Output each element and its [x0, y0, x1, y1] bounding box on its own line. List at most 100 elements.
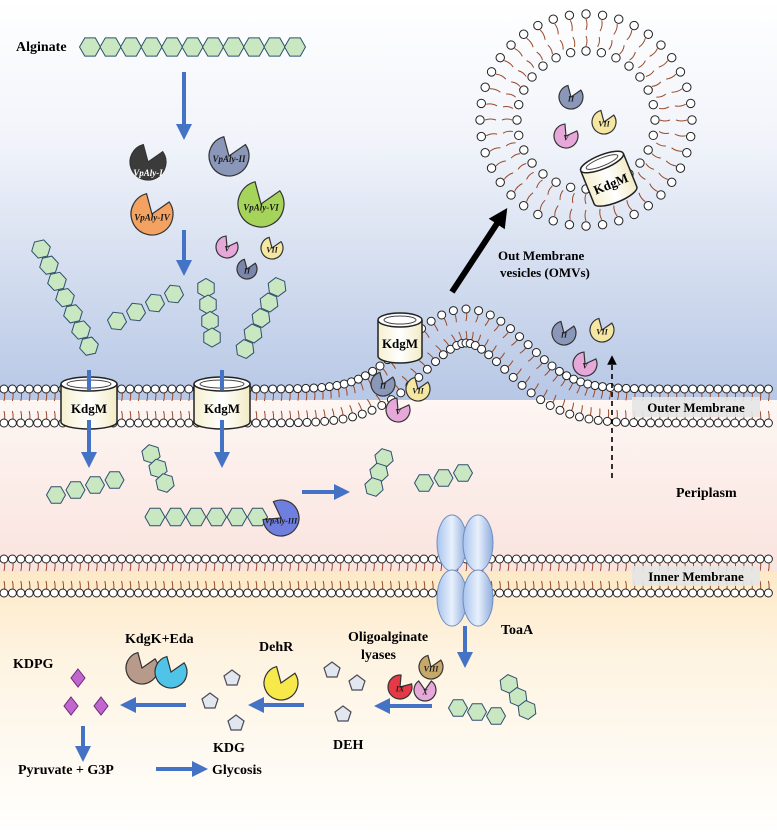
deh-pentagon — [334, 705, 352, 722]
kdgm-channel: KdgM — [60, 376, 118, 430]
svg-text:V: V — [224, 244, 230, 253]
alginate-monomer-hexagon — [39, 255, 59, 275]
monosaccharide-pentagons — [201, 661, 366, 731]
alginate-monomer-hexagon — [181, 37, 204, 57]
glycosis-label: Glycosis — [212, 763, 262, 778]
enzyme-vii: VII — [591, 109, 617, 135]
svg-text:VpAly-I: VpAly-I — [133, 168, 163, 178]
dehr-enzyme — [263, 665, 299, 701]
alginate-monomer-hexagon — [235, 339, 255, 359]
enzyme-viii: VIII — [418, 654, 444, 680]
svg-text:VII: VII — [266, 245, 278, 254]
enzyme-ii: II — [236, 258, 258, 280]
svg-text:VII: VII — [596, 328, 608, 337]
kdpg-diamond — [63, 696, 79, 716]
kdgm-label: KdgM — [382, 336, 418, 351]
enzyme-ii: II — [551, 320, 577, 346]
oligoalginate-lyases-label-line1: Oligoalginate — [348, 630, 428, 645]
alginate-monomer-hexagon — [259, 292, 279, 313]
svg-text:II: II — [379, 382, 387, 391]
periplasm-label: Periplasm — [676, 486, 737, 501]
svg-text:II: II — [567, 95, 575, 104]
vpaly-i-enzyme — [129, 143, 167, 181]
enzyme-ii: II — [558, 84, 584, 110]
alginate-monomer-hexagon — [155, 473, 175, 493]
alginate-monomer-hexagon — [242, 37, 266, 57]
svg-text:VpAly-IV: VpAly-IV — [134, 212, 171, 222]
vpaly-ii-enzyme: VpAly-II — [208, 135, 250, 177]
alginate-monomer-hexagon — [63, 304, 83, 324]
svg-text:VII: VII — [598, 120, 610, 129]
deh-pentagon — [323, 661, 341, 678]
enzyme-v: V — [385, 397, 411, 423]
alginate-monomer-hexagon — [71, 320, 91, 340]
alginate-monomer-hexagon — [267, 277, 287, 297]
svg-text:V: V — [563, 134, 569, 143]
enzyme-v: V — [553, 123, 579, 149]
pyruvate-g3p-label: Pyruvate + G3P — [18, 763, 114, 778]
alginate-oligomers — [31, 37, 537, 725]
alginate-monomer-hexagon — [125, 302, 147, 322]
outer-membrane-label-box — [632, 397, 760, 417]
svg-text:VpAly-II: VpAly-II — [212, 154, 246, 164]
omv-label-line2: vesicles (OMVs) — [500, 265, 590, 280]
kdpg-label: KDPG — [13, 657, 54, 672]
svg-text:VIII: VIII — [424, 665, 440, 674]
alginate-monomer-hexagon — [47, 271, 67, 292]
alginate-monomer-hexagon — [452, 464, 474, 482]
enzyme-ii: II — [370, 371, 396, 397]
alginate-monomer-hexagon — [485, 707, 507, 725]
toaa-transporter — [436, 514, 494, 627]
alginate-monomer-hexagon — [106, 311, 128, 331]
alginate-monomer-hexagon — [246, 507, 269, 527]
svg-text:VpAly-VI: VpAly-VI — [243, 203, 279, 213]
alginate-monomer-hexagon — [84, 476, 106, 494]
kdgm-label: KdgM — [71, 401, 107, 416]
alginate-monomer-hexagon — [163, 284, 185, 304]
kdg-pentagon — [227, 714, 245, 731]
alginate-monomer-hexagon — [199, 294, 217, 315]
enzyme-vii: VII — [589, 317, 615, 343]
alginate-monomer-hexagon — [140, 37, 163, 57]
alginate-monomer-hexagon — [201, 310, 219, 332]
alginate-monomer-hexagon — [160, 37, 184, 57]
alginate-monomer-hexagon — [164, 507, 187, 527]
enzyme-x: X — [413, 680, 437, 702]
svg-text:IX: IX — [395, 685, 405, 694]
vpaly-vi-enzyme: VpAly-VI — [237, 181, 285, 228]
alginate-monomer-hexagon — [144, 293, 166, 313]
kdgm-label: KdgM — [204, 401, 240, 416]
alginate-monomer-hexagon — [45, 486, 67, 504]
alginate-monomer-hexagon — [197, 277, 215, 299]
enzyme-vii: VII — [260, 236, 284, 260]
alginate-monomer-hexagon — [263, 37, 286, 57]
omv-release-arrow — [449, 207, 508, 294]
alginate-monomer-hexagon — [243, 323, 263, 344]
svg-text:V: V — [395, 408, 401, 417]
enzyme-ix: IX — [387, 674, 413, 700]
outer-membrane-vesicle — [475, 9, 697, 231]
deh-label: DEH — [333, 738, 363, 753]
inner-membrane-label-box — [632, 566, 760, 586]
alginate-monomer-hexagon — [104, 471, 125, 489]
flow-arrows — [75, 72, 473, 777]
alginate-monomer-hexagon — [31, 239, 51, 259]
enzyme-vii: VII — [405, 376, 431, 402]
deh-pentagon — [348, 674, 366, 691]
alginate-monomer-hexagon — [283, 37, 307, 57]
alginate-monomer-hexagon — [144, 507, 166, 527]
alginate-monomer-hexagon — [185, 507, 207, 527]
kdgk-eda-label: KdgK+Eda — [125, 632, 194, 647]
alginate-monomer-hexagon — [466, 703, 488, 721]
outer-membrane-label: Outer Membrane — [647, 400, 745, 415]
enzyme-v: V — [215, 235, 239, 259]
alginate-monomer-hexagon — [99, 37, 122, 57]
alginate-monomer-hexagon — [364, 477, 384, 497]
kdpg-diamonds — [63, 668, 109, 716]
alginate-monomer-hexagon — [65, 481, 86, 499]
alginate-label: Alginate — [16, 40, 67, 55]
alginate-monomer-hexagon — [433, 469, 454, 487]
vpaly-iv-enzyme: VpAly-IV — [130, 192, 174, 236]
alginate-monomer-hexagon — [447, 699, 469, 717]
